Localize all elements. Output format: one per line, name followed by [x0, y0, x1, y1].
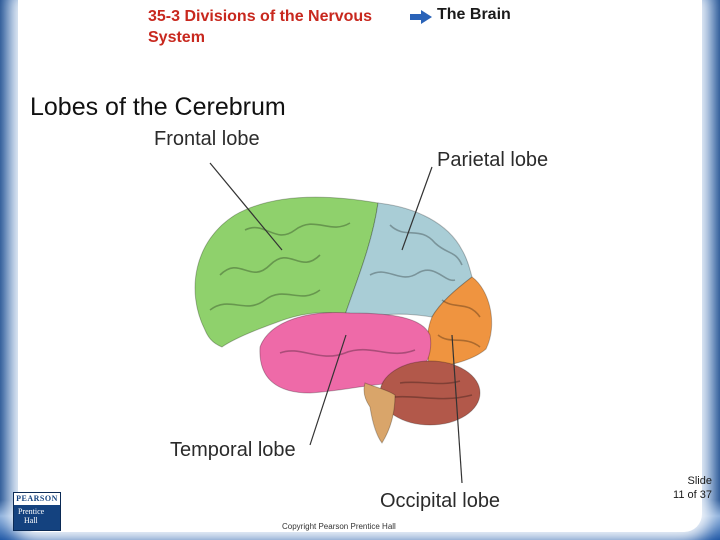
gyri-texture: [209, 222, 481, 400]
slide-heading: Lobes of the Cerebrum: [30, 93, 286, 121]
label-frontal-lobe: Frontal lobe: [154, 128, 260, 150]
label-parietal-lobe: Parietal lobe: [437, 149, 548, 171]
logo-imprint-line-2: Hall: [24, 516, 38, 525]
slide-number-value: 11 of 37: [673, 489, 712, 501]
logo-pearson-text: PEARSON: [14, 493, 60, 505]
arrow-right-icon: [410, 10, 432, 24]
cerebellum: [379, 360, 481, 426]
brain-diagram: Frontal lobe Parietal lobe Temporal lobe…: [154, 128, 548, 512]
logo-imprint-line-1: Prentice: [18, 507, 45, 516]
publisher-logo: PEARSON Prentice Hall: [13, 492, 61, 531]
label-temporal-lobe: Temporal lobe: [170, 439, 296, 461]
frontal-lobe: [194, 196, 379, 348]
section-title: 35-3 Divisions of the Nervous System: [148, 8, 373, 46]
copyright-text: Copyright Pearson Prentice Hall: [282, 522, 396, 531]
label-occipital-lobe: Occipital lobe: [380, 490, 500, 512]
slide-number-label: Slide: [687, 475, 712, 487]
leader-lines: [209, 162, 463, 484]
logo-imprint-text: Prentice Hall: [14, 505, 60, 525]
brainstem: [363, 382, 396, 444]
slide-number: Slide 11 of 37: [660, 474, 712, 502]
topic-title: The Brain: [437, 6, 511, 23]
